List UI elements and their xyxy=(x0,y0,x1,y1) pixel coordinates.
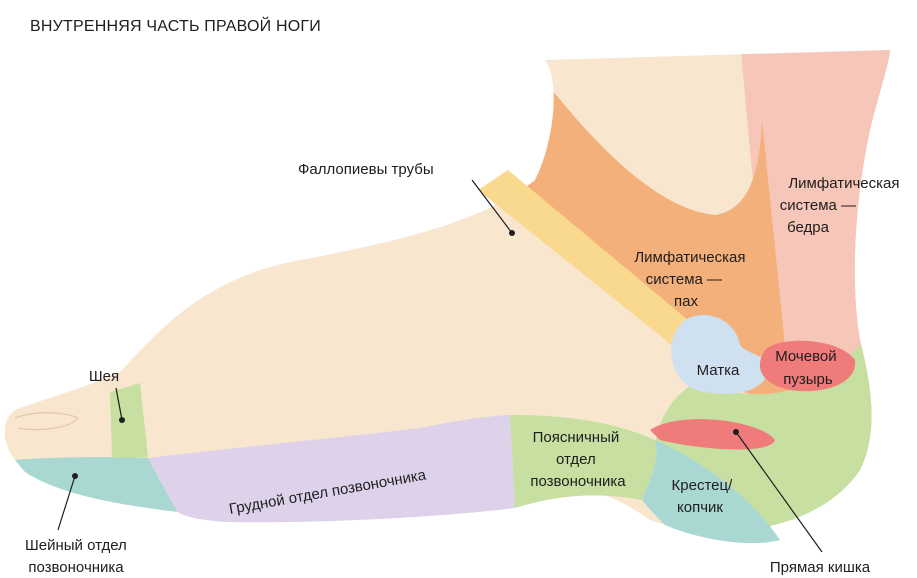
zone-uterus xyxy=(671,314,770,394)
label-lumbar: Поясничный отдел позвоночника xyxy=(530,429,626,490)
leader-cervical xyxy=(57,475,76,531)
label-neck: Шея xyxy=(89,368,119,385)
dot-fallopian xyxy=(509,230,515,236)
page-title: ВНУТРЕННЯЯ ЧАСТЬ ПРАВОЙ НОГИ xyxy=(30,16,321,35)
label-bladder: Мочевой пузырь xyxy=(775,348,841,388)
leader-fallopian xyxy=(471,179,513,234)
zone-cervical xyxy=(15,457,178,512)
label-lymph-groin: Лимфатическая система — пах xyxy=(634,249,749,310)
zone-neck xyxy=(110,383,148,458)
leader-rectum xyxy=(735,431,823,553)
zone-sacrum xyxy=(642,440,780,544)
zone-fallopian xyxy=(478,170,688,345)
label-fallopian: Фаллопиевы трубы xyxy=(298,161,434,178)
label-sacrum: Крестец/ копчик xyxy=(672,477,737,516)
label-rectum: Прямая кишка xyxy=(770,559,871,576)
leader-neck xyxy=(115,387,123,421)
label-lymph-thigh: Лимфатическая система — бедра xyxy=(780,175,904,236)
label-uterus: Матка xyxy=(697,362,740,379)
dot-neck xyxy=(119,417,125,423)
zone-thoracic xyxy=(148,415,515,523)
toe-outline xyxy=(14,412,79,431)
zone-lumbar xyxy=(510,415,657,508)
label-cervical: Шейный отдел позвоночника xyxy=(25,537,131,576)
zone-bladder xyxy=(759,340,856,392)
